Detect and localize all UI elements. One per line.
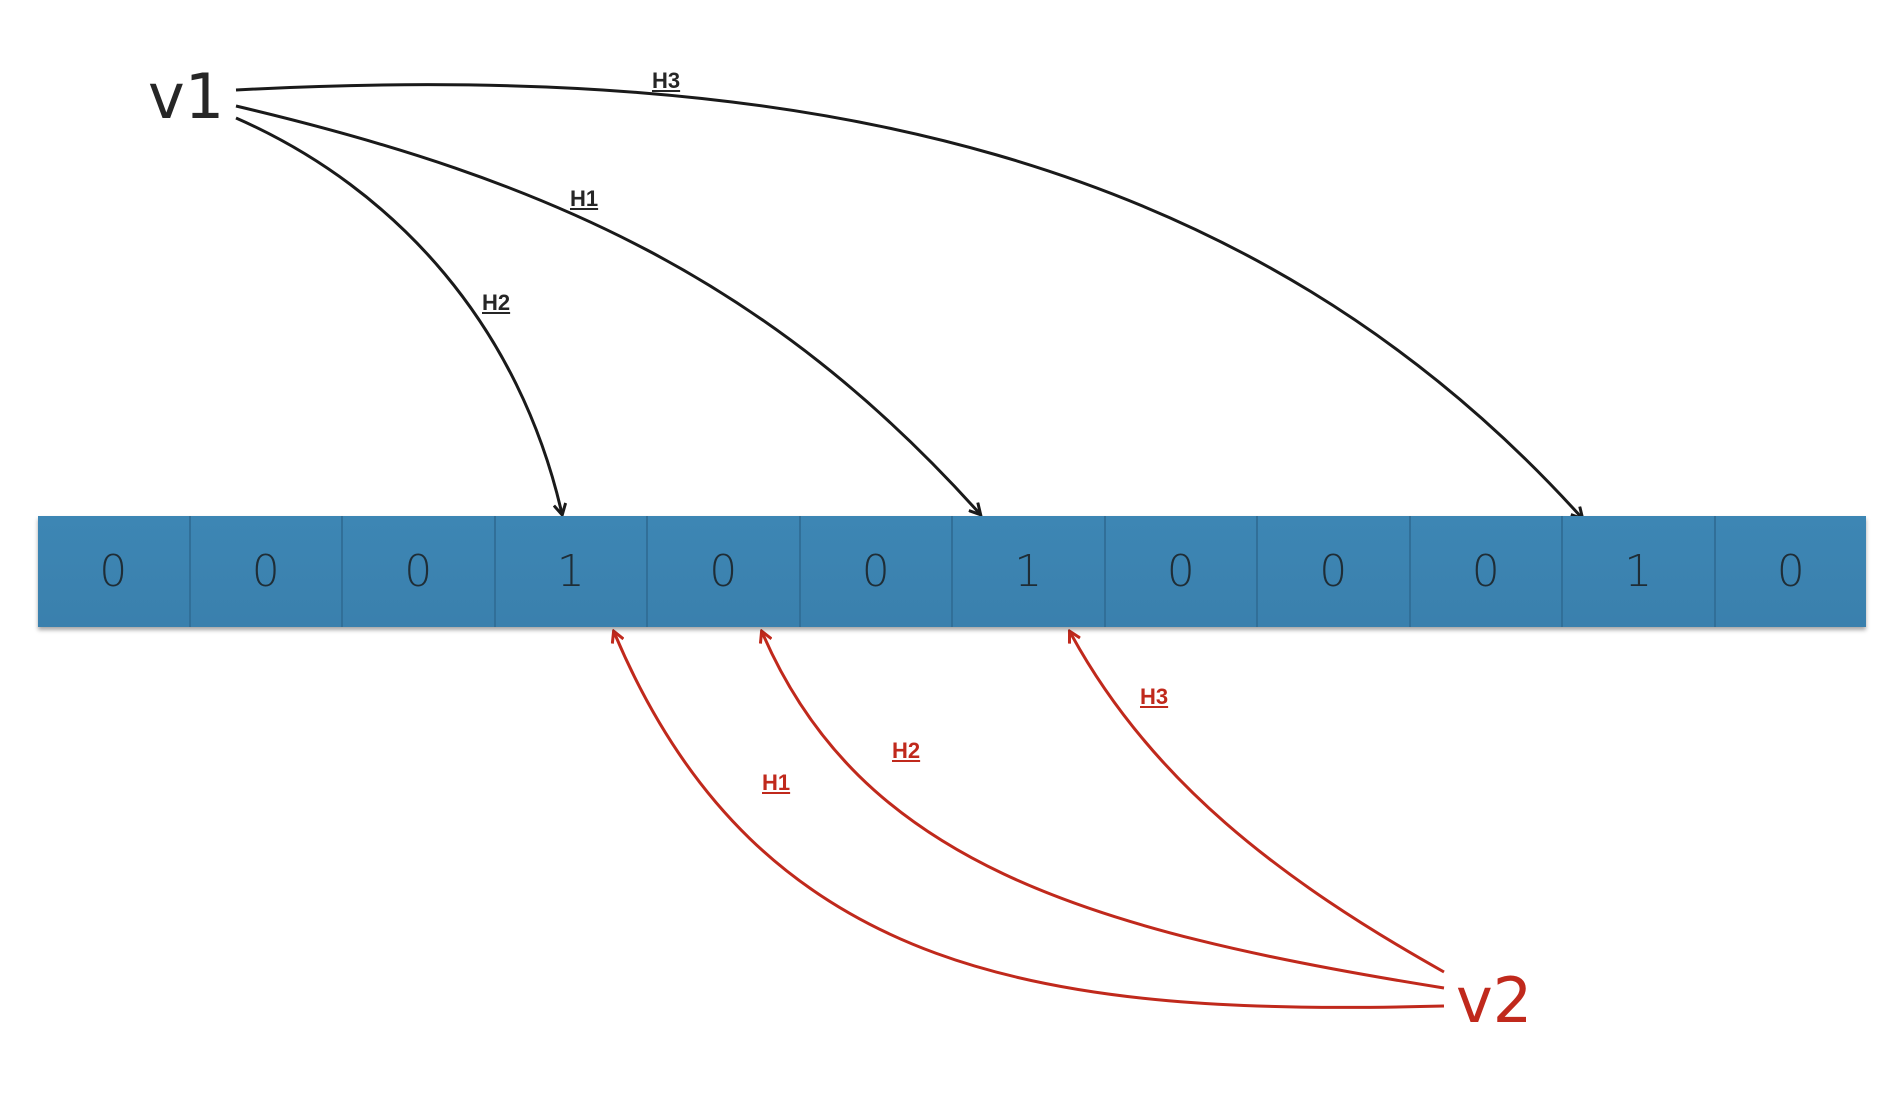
v2-h3-label: H3 (1140, 684, 1169, 709)
bit-cell: 0 (343, 516, 496, 627)
v2-h1-arrow (614, 632, 1445, 1009)
v1-h1-label: H1 (570, 186, 599, 211)
bit-cell: 0 (1715, 516, 1866, 627)
bit-cell: 0 (1258, 516, 1411, 627)
v1-h3-arrow (235, 83, 1582, 518)
bit-cell: 0 (38, 516, 191, 627)
v2-h3-arrow (1070, 632, 1445, 974)
v2-label: v2 (1456, 964, 1533, 1037)
bit-cell: 0 (1105, 516, 1258, 627)
bit-cell: 1 (495, 516, 648, 627)
v1-h2-arrow (235, 116, 562, 514)
v1-h2-label: H2 (482, 290, 511, 315)
v1-h3-label: H3 (652, 68, 681, 93)
bit-cell: 0 (800, 516, 953, 627)
v1-label: v1 (148, 60, 225, 133)
bit-cell: 1 (1563, 516, 1716, 627)
v2-h2-arrow (762, 632, 1445, 990)
bit-cell: 1 (953, 516, 1106, 627)
v2-h2-label: H2 (892, 738, 921, 763)
v2-h1-label: H1 (762, 770, 791, 795)
bit-cell: 0 (648, 516, 801, 627)
bit-cell: 0 (1410, 516, 1563, 627)
v1-h1-arrow (235, 104, 980, 514)
bit-array: 0 0 0 1 0 0 1 0 0 0 1 0 (38, 516, 1866, 627)
bit-cell: 0 (190, 516, 343, 627)
